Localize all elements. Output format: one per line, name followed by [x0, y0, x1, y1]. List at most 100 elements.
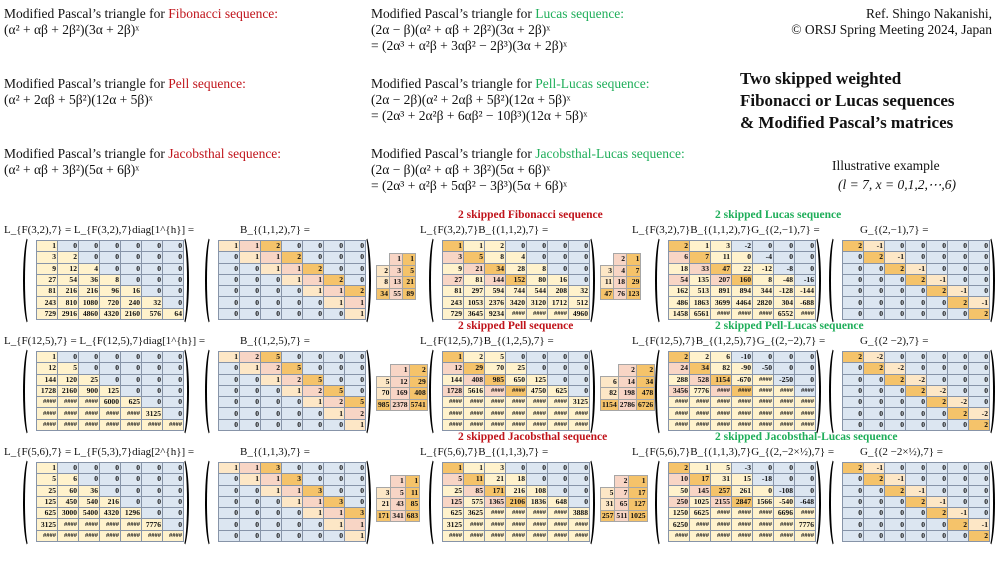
matrix-cell: 0 — [323, 529, 345, 543]
matrix-cell: -1 — [884, 251, 906, 264]
matrix-cell: 0 — [884, 296, 906, 309]
matrix-cell: 12 — [57, 262, 79, 275]
matrix-cell: 2 — [668, 350, 690, 364]
matrix-cell: 0 — [947, 373, 969, 386]
matrix-cell: -1 — [863, 239, 885, 253]
matrix-cell: #### — [547, 529, 569, 543]
matrix-cell: 2 — [484, 239, 506, 253]
matrix-cell: 8 — [752, 273, 774, 287]
matrix-cell: 18 — [505, 473, 527, 486]
matrix-cell: 0 — [141, 350, 163, 364]
matrix-cell: 0 — [78, 350, 100, 364]
matrix-cell: 0 — [947, 484, 969, 497]
matrix-cell: 34 — [484, 262, 506, 275]
title-line: & Modified Pascal’s matrices — [740, 113, 954, 132]
matrix-cell: 0 — [260, 296, 282, 309]
matrix-cell: 0 — [884, 495, 906, 509]
matrix-cell: 0 — [568, 362, 590, 375]
matrix-cell: 6 — [710, 350, 732, 364]
matrix-cell: 0 — [162, 239, 184, 253]
matrix-cell: 0 — [78, 251, 100, 264]
matrix-cell: #### — [731, 407, 753, 420]
matrix-cell: 0 — [947, 362, 969, 375]
matrix-cell: 1 — [260, 373, 282, 386]
matrix-cell: 5 — [710, 461, 732, 475]
matrix-cell: 0 — [218, 373, 240, 386]
matrix-cell: 0 — [842, 307, 864, 321]
matrix-cell: 0 — [239, 495, 261, 509]
small-cell: 5 — [402, 264, 416, 277]
matrix-cell: #### — [505, 529, 527, 543]
matrix-cell: 3 — [484, 461, 506, 475]
matrix-cell: #### — [710, 418, 732, 432]
reference: Ref. Shingo Nakanishi,© ORSJ Spring Meet… — [791, 6, 992, 38]
matrix-cell: #### — [731, 507, 753, 520]
matrix-cell: 0 — [281, 407, 303, 420]
matrix-cell: 0 — [239, 373, 261, 386]
matrix-cell: 0 — [323, 484, 345, 497]
matrix-cell: 0 — [968, 461, 990, 475]
small-cell: 14 — [617, 375, 637, 388]
matrix-cell: 1154 — [710, 373, 732, 386]
matrix-row: ############################ — [668, 418, 816, 432]
matrix-cell: #### — [731, 529, 753, 543]
matrix-cell: -1 — [926, 273, 948, 287]
matrix-cell: 0 — [239, 307, 261, 321]
matrix-cell: #### — [484, 529, 506, 543]
small-cell: 341 — [390, 509, 406, 522]
matrix-cell: 0 — [926, 373, 948, 386]
matrix-cell: 1 — [442, 461, 464, 475]
matrix-cell: 0 — [547, 373, 569, 386]
matrix-cell: 2 — [926, 396, 948, 409]
matrix-cell: 1080 — [78, 296, 100, 309]
matrix-cell: 2 — [323, 273, 345, 287]
sequence-name: Jacobsthal-Lucas sequence: — [535, 146, 685, 161]
small-cell: 4 — [613, 264, 627, 277]
matrix-cell: 0 — [863, 529, 885, 543]
matrix-cell: 0 — [57, 461, 79, 475]
matrix-cell: 0 — [568, 473, 590, 486]
matrix-cell: #### — [505, 518, 527, 531]
matrix-cell: 0 — [302, 418, 324, 432]
matrix-cell: 288 — [668, 373, 690, 386]
matrix-cell: 0 — [218, 396, 240, 409]
small-cell: 1025 — [628, 509, 648, 522]
matrix-cell: 1053 — [463, 296, 485, 309]
matrix-cell: 0 — [863, 273, 885, 287]
matrix-cell: #### — [162, 529, 184, 543]
matrix-cell: 1 — [302, 273, 324, 287]
matrix-cell: 0 — [162, 507, 184, 520]
matrix-cell: 6 — [668, 251, 690, 264]
matrix-cell: -1 — [905, 484, 927, 497]
matrix-cell: 2 — [947, 407, 969, 420]
small-cell: 3 — [375, 486, 392, 499]
matrix-cell: 0 — [926, 407, 948, 420]
matrix-cell: -90 — [731, 362, 753, 375]
matrix-cell: #### — [463, 529, 485, 543]
matrix-cell: 0 — [218, 407, 240, 420]
matrix-cell: 1 — [260, 473, 282, 486]
matrix-cell: 1 — [344, 518, 366, 531]
g-matrix-label: G_{(2 −2),7} = — [860, 335, 929, 347]
matrix-cell: #### — [668, 418, 690, 432]
matrix-cell: #### — [57, 518, 79, 531]
header-fibonacci: Modified Pascal’s triangle for Fibonacci… — [4, 6, 278, 38]
matrix-cell: 0 — [926, 484, 948, 497]
matrix-cell: 0 — [547, 461, 569, 475]
matrix-cell: 0 — [968, 262, 990, 275]
matrix-cell: 0 — [905, 285, 927, 298]
matrix-row: ############################ — [442, 529, 590, 543]
